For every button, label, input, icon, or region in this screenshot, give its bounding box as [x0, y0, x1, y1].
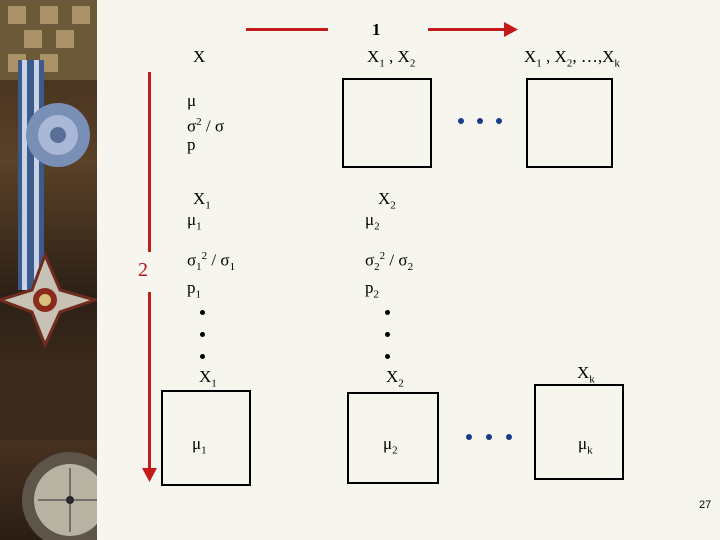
top-arrow-head: [504, 22, 518, 37]
decorative-photo-strip: [0, 0, 97, 540]
vertical-ellipsis-dot: [385, 332, 390, 337]
top-arrow-label: 1: [372, 21, 381, 39]
col2-x2: X2: [378, 190, 396, 214]
bottom-x1: X1: [199, 368, 217, 392]
bottom-mu1: μ1: [192, 435, 207, 459]
top-arrow-line-right: [428, 28, 508, 31]
col1-mu1: μ1: [187, 211, 202, 235]
left-arrow-head: [142, 468, 157, 482]
bottom-muk: μk: [578, 435, 593, 459]
ellipsis-dot: [486, 434, 492, 440]
page-number: 27: [699, 499, 711, 511]
medal-decoration-graphic: [0, 0, 97, 540]
bottom-x2: X2: [386, 368, 404, 392]
header-x1-x2: X1 , X2: [367, 48, 415, 72]
col2-p2: p2: [365, 279, 379, 303]
bottom-box-k: [534, 384, 624, 480]
vertical-ellipsis-dot: [385, 310, 390, 315]
ellipsis-dot: [496, 118, 502, 124]
col1-p1: p1: [187, 279, 201, 303]
left-arrow-label: 2: [138, 259, 148, 282]
vertical-ellipsis-dot: [200, 354, 205, 359]
param-p: p: [187, 136, 196, 154]
header-x: X: [193, 48, 205, 66]
col2-mu2: μ2: [365, 211, 380, 235]
sample-box-2: [342, 78, 432, 168]
header-x1-to-xk: X1 , X2, …,Xk: [524, 48, 620, 72]
ellipsis-dot: [466, 434, 472, 440]
param-mu: μ: [187, 92, 196, 110]
vertical-ellipsis-dot: [200, 310, 205, 315]
left-arrow-line-bottom: [148, 292, 151, 470]
vertical-ellipsis-dot: [385, 354, 390, 359]
col1-sigma1: σ12 / σ1: [187, 247, 235, 276]
left-arrow-line-top: [148, 72, 151, 252]
top-arrow-line-left: [246, 28, 328, 31]
ellipsis-dot: [477, 118, 483, 124]
bottom-mu2: μ2: [383, 435, 398, 459]
col2-sigma2: σ22 / σ2: [365, 247, 413, 276]
vertical-ellipsis-dot: [200, 332, 205, 337]
ellipsis-dot: [506, 434, 512, 440]
sample-box-k: [526, 78, 613, 168]
ellipsis-dot: [458, 118, 464, 124]
param-sigma: σ2 / σ: [187, 113, 224, 136]
